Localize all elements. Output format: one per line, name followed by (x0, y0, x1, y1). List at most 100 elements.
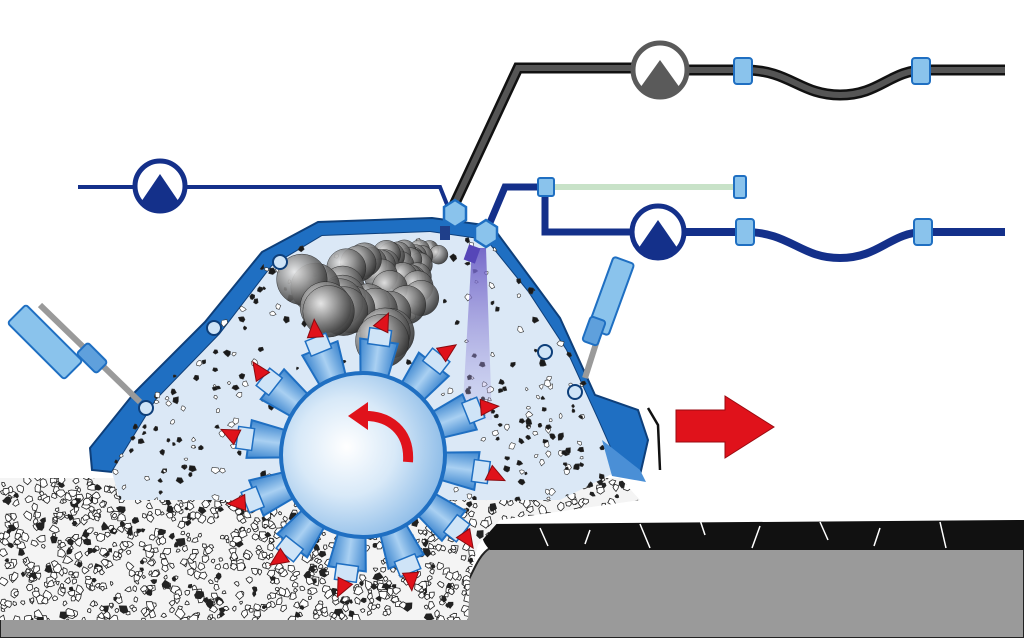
aggregate-grain (185, 532, 190, 539)
debris-particle (262, 286, 267, 291)
debris-particle (142, 424, 147, 430)
aggregate-grain (55, 489, 67, 498)
aggregate-grain (121, 540, 129, 548)
aggregate-grain (429, 591, 435, 599)
debris-particle (112, 468, 119, 476)
aggregate-grain (145, 502, 154, 510)
debris-particle (615, 322, 625, 329)
aggregate-grain (214, 563, 222, 571)
debris-particle (492, 247, 498, 252)
debris-particle (547, 278, 552, 284)
debris-particle (546, 235, 553, 244)
aggregate-grain (51, 492, 58, 500)
aggregate-grain (46, 579, 55, 588)
aggregate-grain (400, 577, 405, 583)
aggregate-grain (33, 478, 41, 482)
debris-particle (556, 277, 562, 283)
aggregate-grain (191, 584, 198, 591)
aggregate-grain (28, 575, 35, 582)
aggregate-grain (23, 614, 33, 620)
aggregate-grain (436, 561, 444, 570)
aggregate-grain (359, 608, 366, 613)
aggregate-grain (4, 562, 12, 570)
aggregate-grain (93, 545, 100, 552)
aggregate-grain (614, 493, 620, 499)
debris-particle (503, 423, 510, 432)
debris-particle (253, 298, 259, 305)
debris-particle (508, 442, 516, 450)
aggregate-grain (180, 530, 186, 536)
aggregate-grain (123, 522, 132, 530)
aggregate-grain (72, 571, 79, 578)
debris-particle (159, 449, 165, 456)
debris-particle (586, 295, 592, 300)
aggregate-grain (424, 563, 432, 569)
aggregate-grain (67, 538, 74, 547)
aggregate-grain (430, 563, 436, 570)
debris-particle (203, 286, 211, 294)
debris-particle (111, 382, 117, 388)
aggregate-grain (101, 521, 110, 531)
aggregate-grain (50, 571, 58, 580)
aggregate-grain (169, 606, 175, 614)
aggregate-grain (586, 514, 595, 525)
debris-particle (533, 240, 540, 250)
aggregate-grain (557, 501, 565, 512)
debris-particle (571, 403, 575, 409)
aggregate-grain (220, 534, 225, 540)
debris-particle (562, 317, 569, 324)
debris-particle (546, 375, 552, 382)
debris-particle (612, 395, 619, 401)
debris-particle (222, 258, 227, 263)
debris-particle (493, 413, 499, 419)
debris-particle (498, 388, 504, 394)
aggregate-grain (52, 563, 62, 574)
debris-particle (264, 267, 270, 272)
debris-particle (157, 477, 163, 483)
aggregate-grain (11, 571, 19, 582)
aggregate-grain (251, 533, 260, 541)
aggregate-grain (70, 595, 77, 602)
aggregate-grain (118, 548, 124, 555)
aggregate-grain (12, 600, 18, 607)
debris-particle (207, 260, 212, 265)
aggregate-grain (85, 492, 93, 499)
aggregate-grain (148, 609, 157, 619)
debris-particle (212, 367, 219, 373)
aggregate-grain (466, 501, 473, 508)
aggregate-grain (51, 478, 64, 480)
aggregate-grain (269, 552, 274, 559)
aggregate-grain (561, 512, 567, 518)
aggregate-grain (148, 570, 153, 577)
aggregate-grain (252, 590, 257, 598)
debris-particle (170, 388, 177, 396)
aggregate-grain (89, 599, 96, 608)
debris-particle (454, 319, 460, 325)
aggregate-grain (427, 581, 432, 587)
aggregate-grain (244, 604, 251, 611)
aggregate-grain (99, 547, 109, 557)
aggregate-grain (194, 590, 205, 600)
aggregate-grain (351, 613, 362, 620)
debris-particle (196, 360, 203, 367)
aggregate-grain (197, 561, 206, 571)
left-water-pump (132, 158, 188, 214)
aggregate-grain (99, 568, 106, 576)
debris-particle (502, 386, 508, 392)
aggregate-grain (453, 584, 459, 590)
debris-particle (215, 408, 220, 414)
debris-particle (516, 293, 522, 298)
aggregate-grain (24, 495, 34, 503)
aggregate-grain (223, 535, 230, 541)
aggregate-grain (207, 579, 214, 584)
pipe-coupling (735, 218, 755, 246)
aggregate-grain (218, 557, 224, 562)
debris-particle (543, 441, 550, 448)
aggregate-grain (181, 544, 188, 553)
aggregate-grain (239, 600, 243, 605)
aggregate-grain (191, 537, 199, 543)
debris-particle (211, 238, 220, 247)
aggregate-grain (619, 504, 624, 510)
aggregate-grain (106, 506, 115, 513)
binder-nozzle (440, 198, 468, 240)
